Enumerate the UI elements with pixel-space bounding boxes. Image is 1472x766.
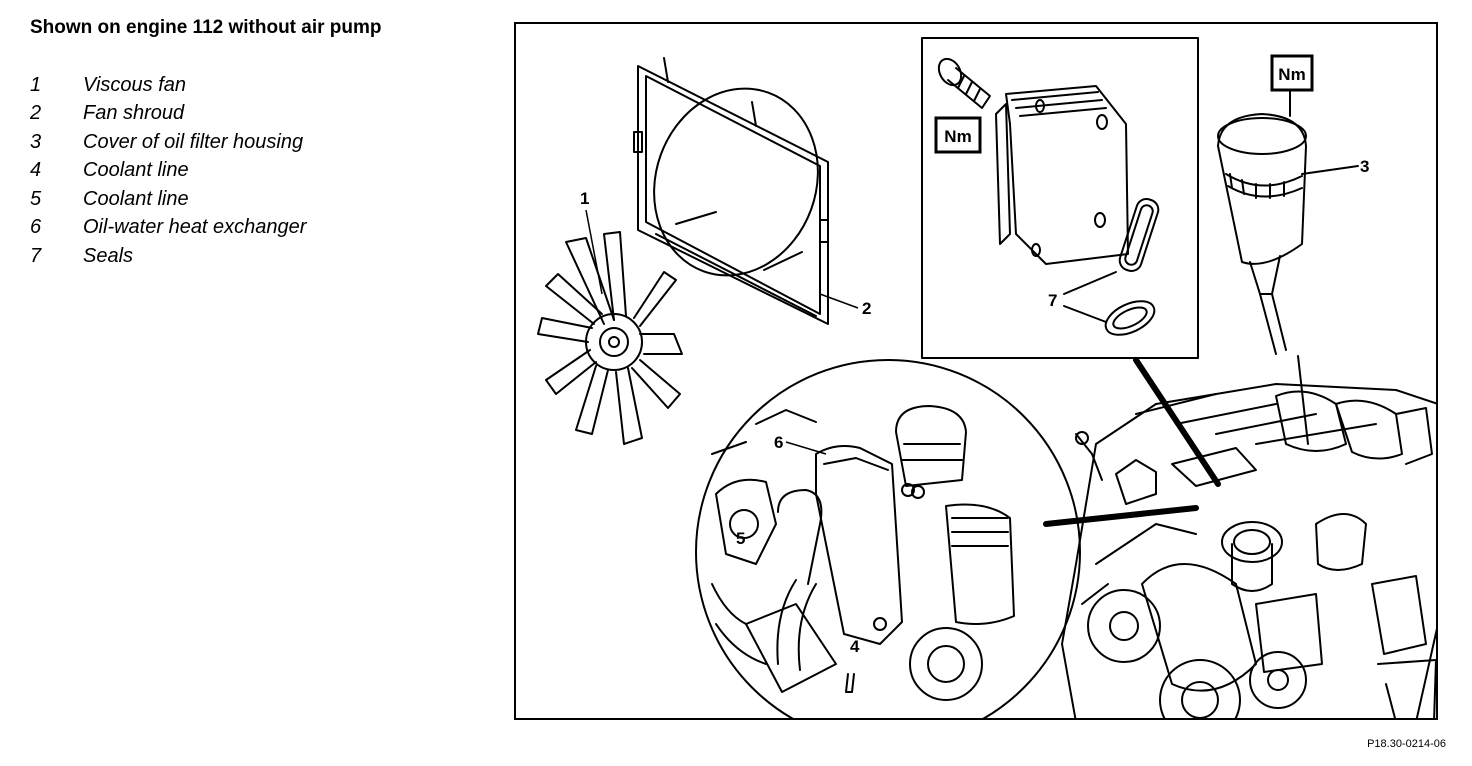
torque-text: Nm [1278, 65, 1305, 84]
bolt-drawing [937, 57, 991, 109]
legend-label: Cover of oil filter housing [83, 130, 304, 153]
legend-number: 4 [30, 159, 42, 182]
callout-2: 2 [862, 299, 871, 318]
callout-5: 5 [736, 529, 745, 548]
oil-filter-cover-drawing [1217, 69, 1359, 355]
engine-drawing [1061, 355, 1436, 718]
fan-shroud-drawing [633, 57, 829, 325]
legend-label: Viscous fan [83, 73, 187, 96]
legend-number: 2 [30, 102, 42, 125]
legend-item: 4 Coolant line [30, 157, 306, 186]
callout-7: 7 [1048, 291, 1057, 310]
magnified-detail-drawing [695, 359, 1081, 718]
viscous-fan-drawing [537, 231, 683, 445]
callout-4: 4 [850, 637, 860, 656]
legend-label: Oil-water heat exchanger [83, 216, 307, 239]
callout-3: 3 [1360, 157, 1369, 176]
legend-label: Coolant line [83, 187, 189, 210]
legend-number: 6 [30, 216, 42, 239]
legend-number: 1 [30, 73, 42, 96]
legend-label: Seals [83, 244, 134, 267]
page-title: Shown on engine 112 without air pump [30, 17, 382, 38]
legend-item: 2 Fan shroud [30, 100, 306, 129]
legend-label: Coolant line [83, 159, 189, 182]
torque-marker: Nm [1270, 54, 1314, 92]
callout-6: 6 [774, 433, 783, 452]
legend-item: 3 Cover of oil filter housing [30, 128, 306, 157]
callout-1: 1 [580, 189, 589, 208]
legend-number: 7 [30, 244, 42, 267]
torque-text: Nm [944, 127, 971, 146]
torque-marker: Nm [934, 116, 982, 154]
legend-item: 7 Seals [30, 242, 306, 271]
heat-exchanger-inset [921, 37, 1199, 359]
diagram-svg: Nm Nm 1 2 3 4 5 6 7 [537, 37, 1436, 718]
legend-item: 5 Coolant line [30, 185, 306, 214]
legend-number: 5 [30, 187, 42, 210]
legend-label: Fan shroud [83, 102, 185, 125]
legend-item: 1 Viscous fan [30, 71, 306, 100]
legend-number: 3 [30, 130, 42, 153]
exploded-diagram: Nm Nm 1 2 3 4 5 6 7 [514, 22, 1438, 720]
legend-list: 1 Viscous fan 2 Fan shroud 3 Cover of oil f… [30, 71, 306, 271]
figure-reference: P18.30-0214-06 [1367, 738, 1446, 750]
legend-item: 6 Oil-water heat exchanger [30, 214, 306, 243]
